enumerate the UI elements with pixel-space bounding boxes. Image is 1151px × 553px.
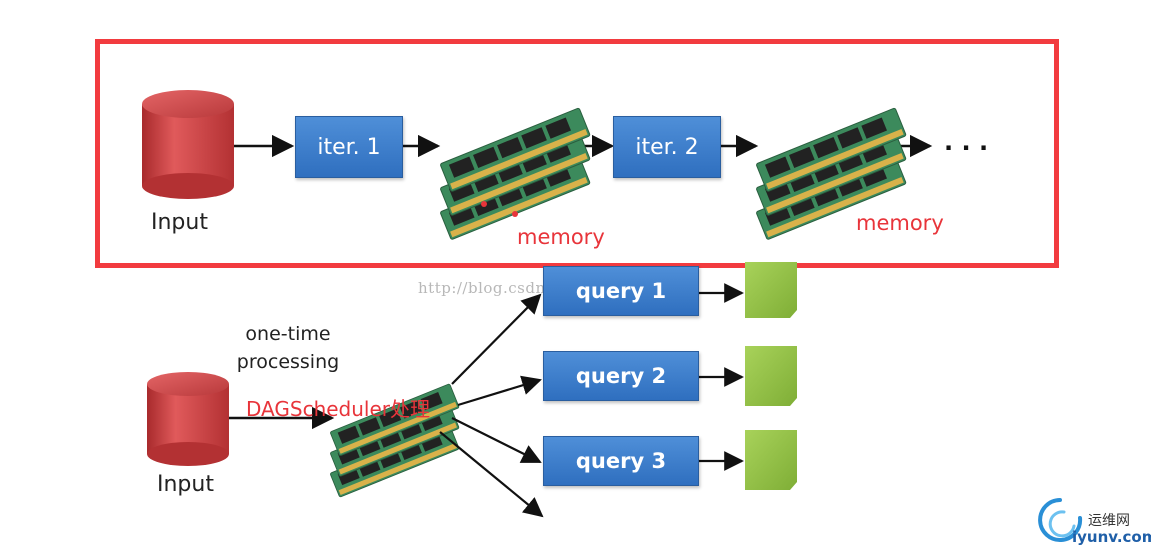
memory-label-2: memory [856,211,944,235]
result-doc-icon-2 [745,346,797,406]
result-doc-icon-3 [745,430,797,490]
ellipsis: . . . [944,128,989,156]
iter2-label: iter. 2 [635,134,699,160]
arrow-to-query3 [451,417,542,463]
processing-label-line2: processing [236,351,340,373]
query3-box: query 3 [543,436,699,486]
query1-label: query 1 [575,279,667,303]
iter1-box: iter. 1 [295,116,403,178]
logo-domain-text: iyunv.com [1072,528,1151,546]
query3-label: query 3 [575,449,667,473]
arrow-to-more [439,431,544,518]
result-doc-icon-1 [745,262,797,318]
query2-box: query 2 [543,351,699,401]
site-logo-icon [1038,498,1083,542]
annotation-dot [512,211,518,217]
processing-label-line1: one-time [245,323,331,345]
input-label-bottom: Input [157,472,214,497]
highlight-frame [95,39,1059,268]
query2-label: query 2 [575,364,667,388]
arrow-to-query1 [451,293,542,385]
query1-box: query 1 [543,266,699,316]
iter1-label: iter. 1 [317,134,381,160]
input-database-icon-bottom [147,372,229,466]
logo-cn-text: 运维网 [1088,513,1130,529]
memory-label-1: memory [517,225,605,249]
input-database-icon [142,90,234,199]
annotation-dot [481,201,487,207]
input-label-top: Input [151,210,208,235]
arrow-to-query2 [457,375,542,407]
memory-ram-icon-1 [440,108,590,240]
dagscheduler-label: DAGScheduler处理 [246,397,431,421]
iter2-box: iter. 2 [613,116,721,178]
processing-label: one-time processing [228,320,348,376]
